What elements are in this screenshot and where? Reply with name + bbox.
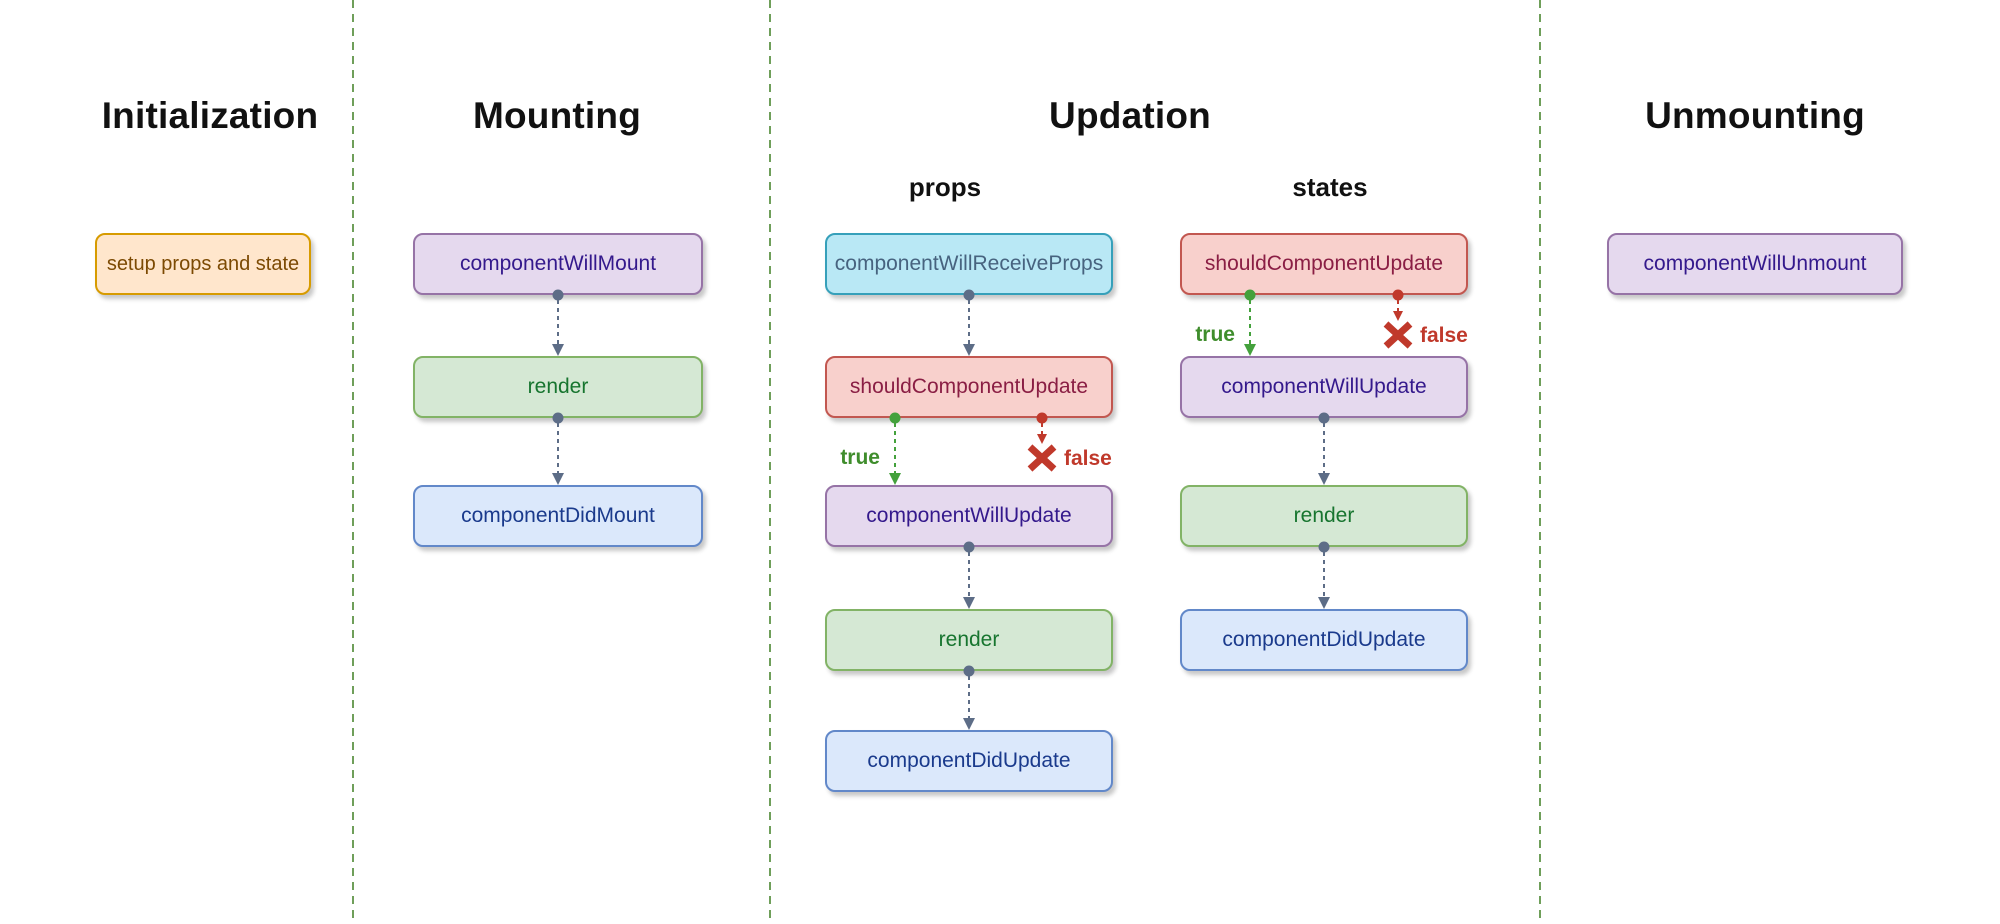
connector-componentwillmount-render — [552, 289, 564, 356]
edge-start-dot — [1392, 289, 1404, 301]
connector-render-componentdidmount — [552, 412, 564, 485]
section-title-updation: Updation — [1049, 95, 1211, 136]
edge-start-dot — [1318, 541, 1330, 553]
node-shouldcomponentupdate-states: shouldComponentUpdate — [1180, 233, 1468, 295]
section-title-initialization: Initialization — [101, 95, 319, 136]
connector-false-props — [1036, 412, 1048, 444]
node-componentdidmount: componentDidMount — [413, 485, 703, 547]
arrowhead-icon — [1244, 344, 1256, 356]
column-header-states: states — [1292, 172, 1368, 202]
connector-componentwillupdate-render-props — [963, 541, 975, 609]
edge-start-dot — [1244, 289, 1256, 301]
connector-true-states — [1244, 289, 1256, 356]
arrowhead-icon — [1318, 597, 1330, 609]
arrowhead-icon — [552, 473, 564, 485]
connector-render-componentdidupdate-states — [1318, 541, 1330, 609]
connector-componentwillreceiveprops-shouldcomponentupdate — [963, 289, 975, 356]
edge-start-dot — [1036, 412, 1048, 424]
section-separator — [1539, 0, 1541, 924]
node-shouldcomponentupdate-props: shouldComponentUpdate — [825, 356, 1113, 418]
arrowhead-icon — [963, 718, 975, 730]
node-componentdidupdate-props: componentDidUpdate — [825, 730, 1113, 792]
false-x-icon — [1383, 321, 1413, 349]
arrowhead-icon — [963, 344, 975, 356]
node-render-props: render — [825, 609, 1113, 671]
edge-start-dot — [963, 289, 975, 301]
arrowhead-icon — [1393, 311, 1403, 321]
edge-start-dot — [552, 412, 564, 424]
arrowhead-icon — [889, 473, 901, 485]
section-separator — [352, 0, 354, 924]
section-title-mounting: Mounting — [472, 95, 642, 136]
node-render-mounting: render — [413, 356, 703, 418]
edge-start-dot — [963, 541, 975, 553]
true-label-states: true — [1195, 323, 1235, 346]
connector-true-props — [889, 412, 901, 485]
column-header-props: props — [908, 172, 982, 202]
node-componentwillupdate-props: componentWillUpdate — [825, 485, 1113, 547]
edge-start-dot — [963, 665, 975, 677]
node-render-states: render — [1180, 485, 1468, 547]
connector-render-componentdidupdate-props — [963, 665, 975, 730]
false-label-props: false — [1064, 447, 1112, 470]
section-title-unmounting: Unmounting — [1645, 95, 1865, 136]
connector-false-states — [1392, 289, 1404, 321]
edge-start-dot — [1318, 412, 1330, 424]
arrowhead-icon — [1318, 473, 1330, 485]
arrowhead-icon — [1037, 434, 1047, 444]
false-label-states: false — [1420, 324, 1468, 347]
arrowhead-icon — [963, 597, 975, 609]
arrowhead-icon — [552, 344, 564, 356]
node-componentwillreceiveprops: componentWillReceiveProps — [825, 233, 1113, 295]
connector-componentwillupdate-render-states — [1318, 412, 1330, 485]
edge-start-dot — [552, 289, 564, 301]
section-separator — [769, 0, 771, 924]
false-x-icon — [1027, 444, 1057, 472]
node-componentdidupdate-states: componentDidUpdate — [1180, 609, 1468, 671]
node-setup-props-and-state: setup props and state — [95, 233, 311, 295]
node-componentwillmount: componentWillMount — [413, 233, 703, 295]
true-label-props: true — [840, 446, 880, 469]
edge-start-dot — [889, 412, 901, 424]
node-componentwillunmount: componentWillUnmount — [1607, 233, 1903, 295]
node-componentwillupdate-states: componentWillUpdate — [1180, 356, 1468, 418]
